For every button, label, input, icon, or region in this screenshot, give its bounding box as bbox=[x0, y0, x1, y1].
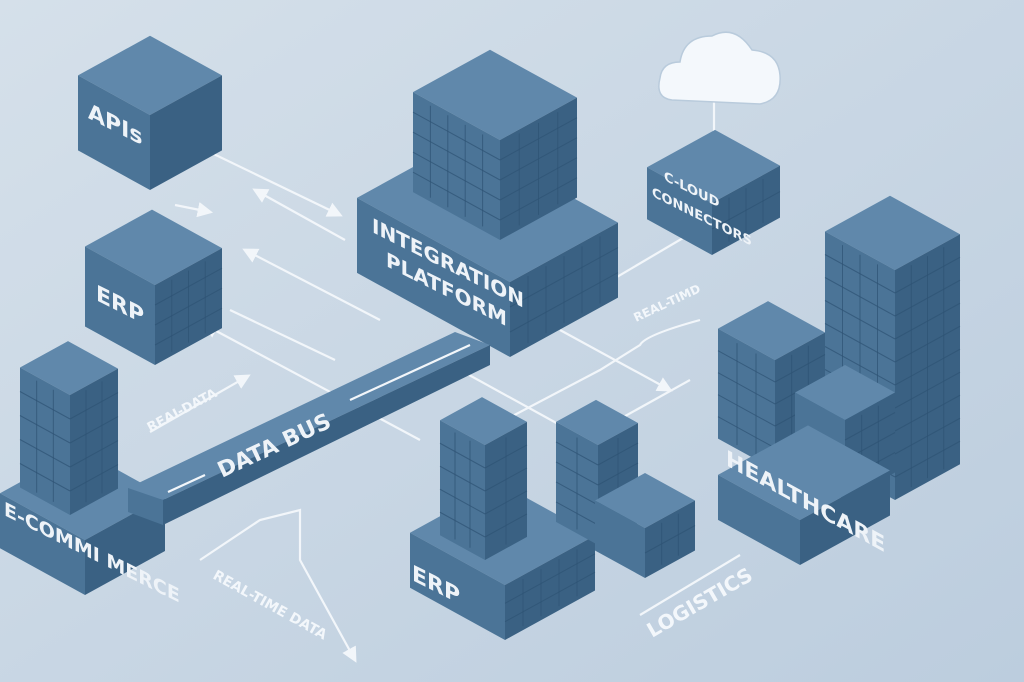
window-line bbox=[19, 415, 71, 444]
erp-bus-arrow bbox=[202, 323, 421, 441]
window-line bbox=[412, 171, 501, 221]
apis-block[interactable] bbox=[78, 35, 222, 190]
box-right-face bbox=[70, 368, 118, 515]
window-line bbox=[69, 464, 119, 492]
box-left-face bbox=[78, 75, 150, 190]
box-left-face bbox=[595, 500, 645, 578]
box-left-face bbox=[440, 420, 485, 560]
box-top-face bbox=[718, 425, 890, 520]
box-top-face bbox=[718, 301, 825, 360]
window-line bbox=[19, 463, 71, 492]
window-line bbox=[69, 440, 119, 468]
window-line bbox=[69, 416, 119, 444]
box-top-face bbox=[647, 129, 780, 203]
bus-logistics-line bbox=[459, 369, 561, 426]
erp-platform-arrow bbox=[242, 248, 381, 321]
short-arrow bbox=[174, 202, 214, 218]
box-left-face bbox=[410, 532, 505, 640]
window-line bbox=[439, 511, 486, 538]
cloud-icon bbox=[658, 31, 781, 105]
box-top-face bbox=[556, 399, 638, 445]
window-line bbox=[439, 465, 486, 492]
box-left-face bbox=[0, 493, 85, 595]
erp-bottom-tower[interactable] bbox=[439, 397, 528, 560]
logistics-underline bbox=[639, 554, 741, 616]
window-line bbox=[412, 131, 501, 181]
box-right-face bbox=[150, 75, 222, 190]
data-bus-top bbox=[128, 332, 490, 500]
data-bus-end bbox=[128, 488, 163, 525]
box-left-face bbox=[413, 92, 500, 241]
logistics-block[interactable] bbox=[595, 473, 696, 578]
window-line bbox=[717, 394, 776, 427]
box-left-face bbox=[718, 474, 800, 565]
box-left-face bbox=[20, 367, 70, 515]
window-line bbox=[412, 111, 501, 161]
bus-line bbox=[349, 344, 471, 401]
box-top-face bbox=[825, 195, 960, 270]
erp-left-block[interactable] bbox=[85, 209, 223, 365]
real-data-arrow bbox=[149, 374, 251, 433]
box-top-face bbox=[78, 35, 222, 115]
cloud-connectors-block[interactable] bbox=[647, 129, 781, 255]
box-left-face bbox=[85, 246, 155, 365]
window-line bbox=[439, 488, 486, 515]
erp-line bbox=[229, 309, 336, 361]
bus-line bbox=[167, 474, 206, 493]
window-line bbox=[69, 392, 119, 420]
box-top-face bbox=[440, 397, 527, 445]
window-line bbox=[439, 442, 486, 469]
integration-platform-tower[interactable] bbox=[412, 49, 578, 241]
box-top-face bbox=[413, 49, 577, 140]
box-left-face bbox=[718, 328, 775, 470]
window-line bbox=[504, 553, 596, 604]
data-bus-side bbox=[163, 345, 490, 525]
window-line bbox=[844, 412, 896, 441]
platform-arrow bbox=[252, 188, 346, 241]
box-left-face bbox=[357, 197, 510, 357]
box-right-face bbox=[800, 470, 890, 565]
window-line bbox=[19, 439, 71, 468]
window-line bbox=[504, 571, 596, 623]
window-line bbox=[774, 354, 826, 383]
window-line bbox=[412, 151, 501, 201]
window-line bbox=[717, 350, 776, 383]
data-bus[interactable]: DATA BUS bbox=[128, 332, 490, 525]
box-top-face bbox=[85, 209, 222, 285]
window-line bbox=[644, 525, 696, 554]
box-left-face bbox=[647, 167, 712, 255]
window-line bbox=[717, 372, 776, 405]
apis-platform-arrow bbox=[192, 143, 343, 217]
real-time-data-arrow bbox=[199, 508, 357, 663]
healthcare-base[interactable] bbox=[718, 425, 890, 565]
window-line bbox=[19, 391, 71, 420]
box-right-face bbox=[85, 496, 165, 595]
box-right-face bbox=[505, 535, 595, 640]
ecommerce-tower[interactable] bbox=[19, 341, 119, 515]
box-top-face bbox=[20, 341, 118, 395]
real-time-path bbox=[504, 318, 701, 421]
window-line bbox=[717, 416, 776, 449]
